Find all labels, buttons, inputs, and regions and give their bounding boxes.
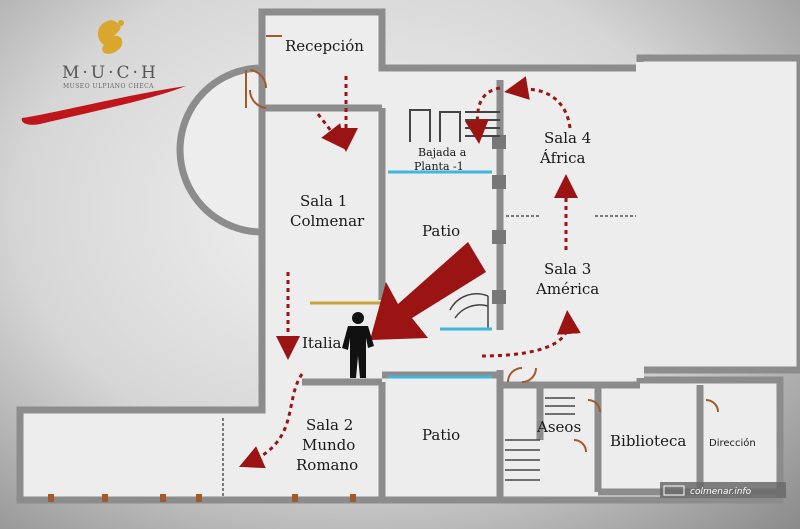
aseos-stairs — [505, 397, 575, 481]
interior-walls — [20, 80, 780, 500]
room-label-direccion: Dirección — [709, 437, 756, 449]
ramp-stair — [449, 293, 489, 330]
room-label-sala2-1: Sala 2 — [306, 416, 353, 434]
room-label-sala3-2: América — [535, 280, 599, 298]
room-label-bajada-2: Planta -1 — [414, 160, 464, 173]
room-label-sala4-1: Sala 4 — [544, 129, 591, 147]
patio-columns — [492, 135, 506, 304]
facade-posts — [48, 494, 356, 502]
room-label-aseos: Aseos — [536, 418, 581, 436]
route-arrow-entry — [316, 113, 346, 150]
patio-windows — [388, 170, 492, 379]
annex-floor — [636, 54, 800, 374]
room-label-bajada-1: Bajada a — [418, 146, 467, 159]
credit-logo-icon — [663, 485, 685, 496]
logo-emblem-icon — [97, 20, 123, 54]
annex-joint — [636, 62, 644, 378]
logo-brushstroke-icon — [21, 86, 186, 125]
thresholds — [222, 215, 636, 496]
room-label-sala3-1: Sala 3 — [544, 260, 591, 278]
room-label-sala1-1: Sala 1 — [300, 192, 347, 210]
room-label-patio-lower: Patio — [422, 426, 460, 444]
room-label-sala4-2: África — [539, 149, 585, 167]
route-arrow-sala4-arc — [504, 76, 572, 129]
route-arrow-to-stairs — [464, 86, 501, 144]
room-label-biblioteca: Biblioteca — [610, 432, 686, 450]
room-label-sala2-2: Mundo — [302, 436, 355, 454]
credit-watermark: colmenar.info — [660, 482, 786, 498]
logo-dot-icon — [118, 20, 124, 26]
room-label-italia: Italia — [302, 334, 341, 352]
visitor-route — [239, 76, 581, 469]
room-label-recepcion: Recepción — [285, 37, 364, 55]
room-label-sala1-2: Colmenar — [290, 212, 365, 230]
route-arrow-italia — [239, 373, 304, 469]
room-label-sala2-3: Romano — [296, 456, 358, 474]
museum-logo: M·U·C·H MUSEO ULPIANO CHECA — [21, 20, 186, 125]
apse-floor — [176, 64, 266, 236]
route-arrow-patio-sala3 — [481, 310, 581, 358]
room-label-patio-upper: Patio — [422, 222, 460, 240]
doors — [245, 35, 719, 453]
you-are-here-arrow-icon — [370, 242, 486, 340]
visitor-silhouette-icon — [342, 312, 374, 378]
credit-text: colmenar.info — [690, 487, 752, 497]
logo-subtitle: MUSEO ULPIANO CHECA — [63, 83, 154, 90]
logo-letters: M·U·C·H — [62, 63, 159, 83]
